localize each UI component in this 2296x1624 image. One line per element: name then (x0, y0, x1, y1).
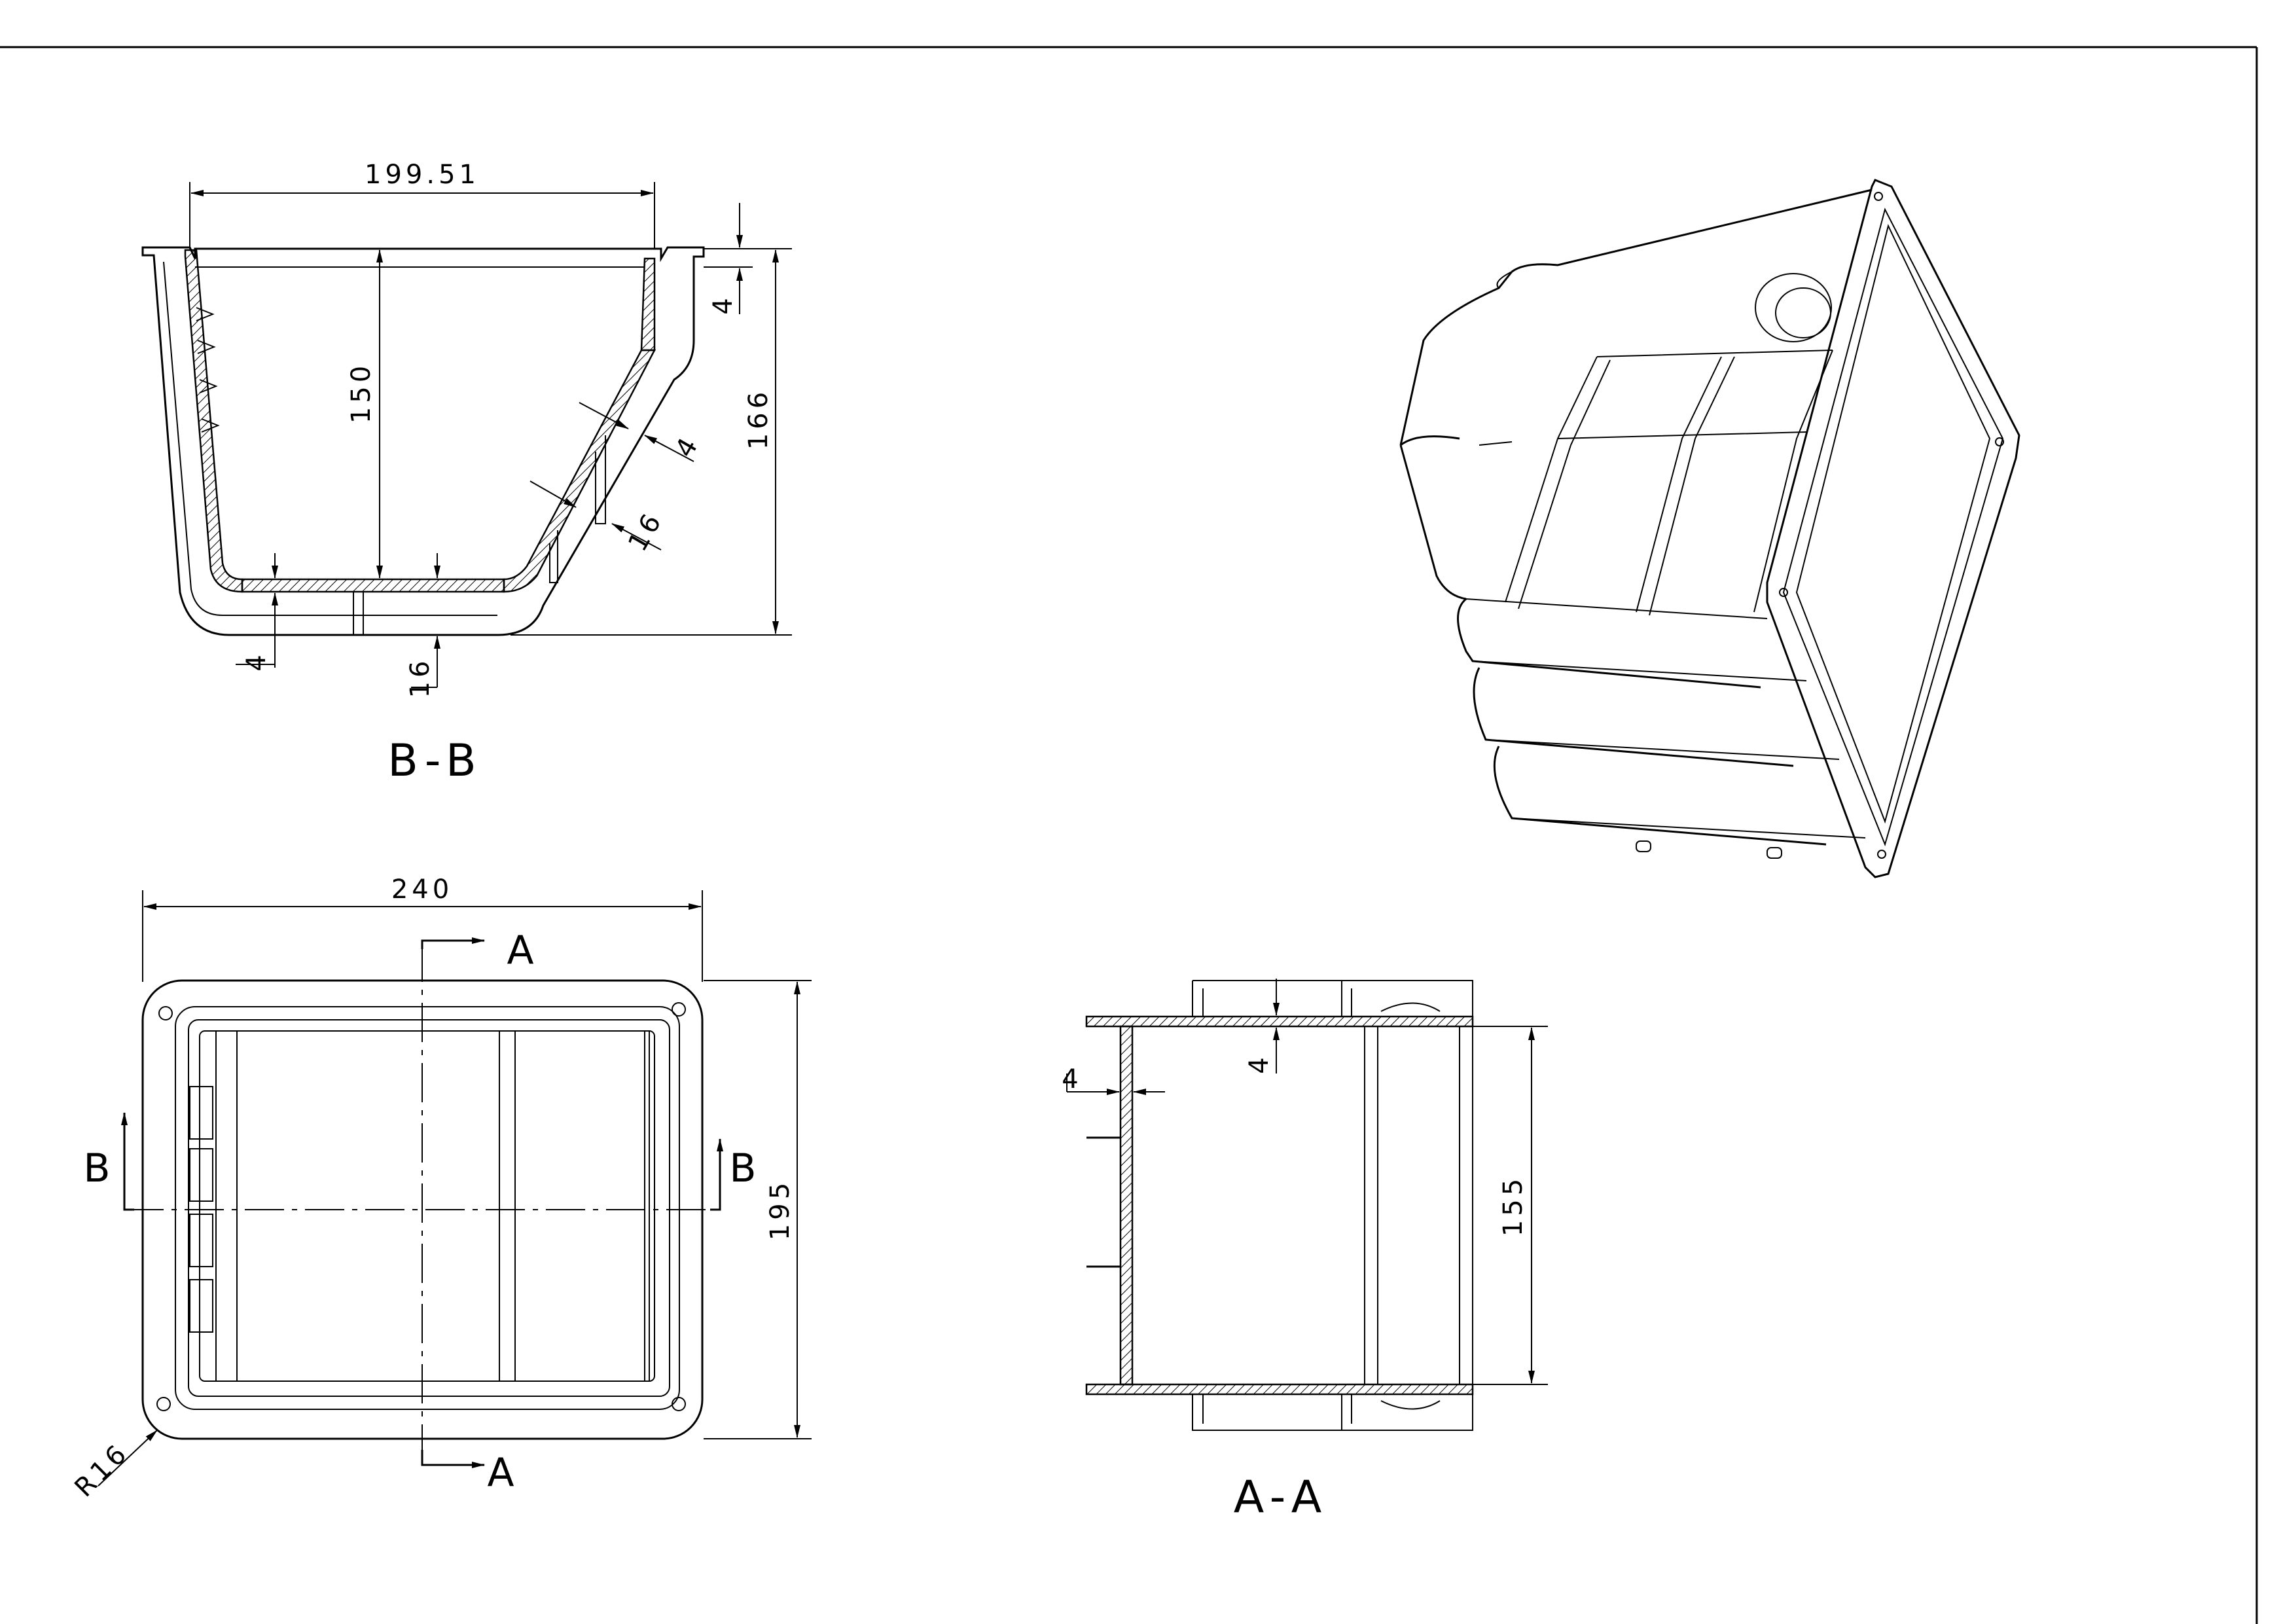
plan-hole-top-left (158, 1006, 173, 1020)
dim-bottom-wall: 4 (242, 651, 272, 671)
section-b-wall-slope (503, 349, 656, 593)
section-b-outer-outline (141, 246, 705, 636)
dim-rim-thickness: 4 (708, 294, 738, 314)
dim-plan-width: 240 (391, 875, 453, 905)
plan-hole-bottom-left (156, 1397, 171, 1411)
section-b-b-title: B-B (387, 735, 482, 787)
plan-view: A A B B 240 195 R16 (69, 875, 812, 1503)
dim-overall-height: 166 (744, 388, 774, 450)
section-a-a-title: A-A (1234, 1471, 1329, 1523)
plan-side-pads (189, 1086, 213, 1333)
dim-rib-height: 16 (622, 506, 669, 556)
plan-hole-top-right (672, 1002, 686, 1017)
isometric-view (1399, 179, 2020, 878)
section-a-a-view: 4 4 155 A-A (1062, 979, 1548, 1523)
section-b-wall-bottom (241, 578, 505, 593)
cut-b-left-label: B (83, 1146, 110, 1191)
cut-b-right-label: B (729, 1146, 756, 1191)
section-b-wall-left (184, 249, 243, 593)
dim-corner-radius: R16 (69, 1437, 135, 1503)
plan-hole-bottom-right (672, 1397, 686, 1411)
section-a-rim-bottom (1085, 1383, 1474, 1396)
iso-flange (1766, 179, 2020, 878)
iso-boss-outer (1755, 273, 1832, 342)
dim-inner-depth: 150 (346, 362, 376, 424)
dim-section-a-rim: 4 (1244, 1053, 1274, 1074)
dim-wall-thickness: 4 (670, 429, 706, 462)
cut-a-bottom-label: A (487, 1450, 514, 1496)
dim-top-width: 199.51 (365, 160, 480, 190)
section-a-rim-top (1085, 1015, 1474, 1028)
iso-boss-inner (1775, 287, 1831, 338)
dim-plan-height: 195 (765, 1179, 795, 1240)
dim-section-a-height: 155 (1498, 1175, 1528, 1236)
section-b-wall-right (640, 257, 656, 352)
cut-a-top-label: A (507, 928, 533, 973)
drawing-frame (0, 46, 2258, 1624)
dim-section-a-wall: 4 (1062, 1064, 1082, 1094)
section-b-b-view: 199.51 150 166 4 4 16 4 16 B-B (141, 160, 792, 787)
dim-bottom-rib: 16 (405, 657, 435, 698)
section-a-wall-left (1119, 1025, 1134, 1386)
